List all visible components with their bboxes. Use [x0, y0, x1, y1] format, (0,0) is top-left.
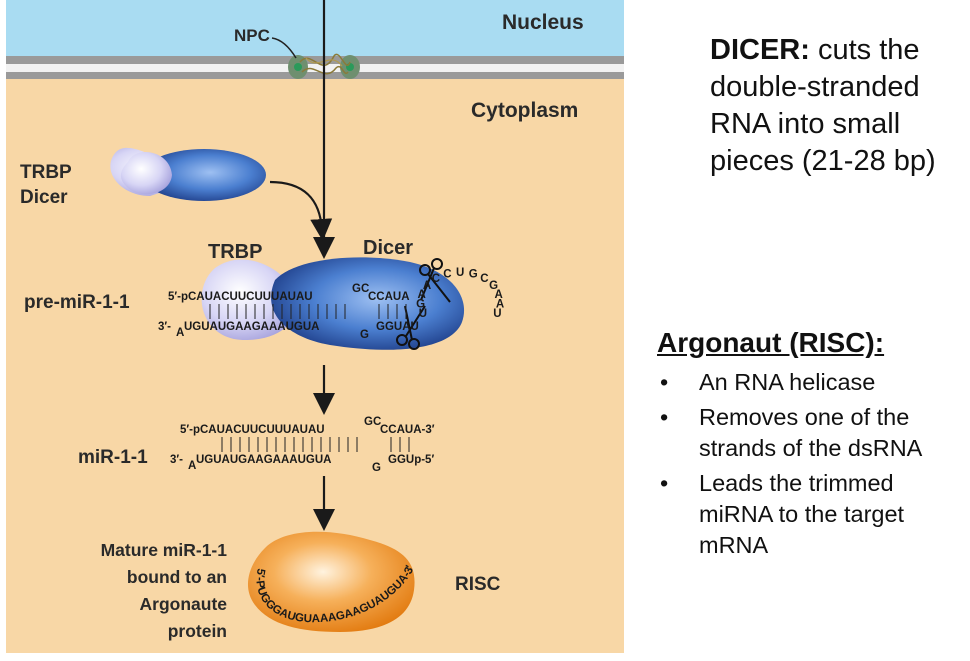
trbp-dicer-label-dicer: Dicer	[20, 187, 68, 208]
mir-bottom-prefix: 3′-	[170, 454, 183, 466]
dicer-heading: DICER:	[710, 34, 810, 66]
nuclear-membrane-inner	[6, 72, 624, 79]
nucleus-label: Nucleus	[502, 11, 584, 34]
pre-mir-base-pairs	[209, 304, 407, 319]
dicer-description: DICER: cuts the double-stranded RNA into…	[710, 32, 965, 180]
trbp-dicer-complex	[110, 147, 266, 201]
mir-bottom-a: A	[188, 460, 196, 472]
complex-join-arrow	[269, 180, 333, 241]
mir-bottom-g: G	[372, 462, 381, 474]
pre-mir-bottom-main: UGUAUGAAGAAAUGUA	[184, 321, 319, 333]
loop-nucleotide: A	[423, 280, 431, 292]
list-item: • Leads the trimmed miRNA to the target m…	[657, 468, 967, 561]
trbp-label: TRBP	[208, 241, 262, 263]
trbp-dicer-label-trbp: TRBP	[20, 162, 72, 183]
npc-label: NPC	[234, 26, 270, 45]
bullet-icon: •	[660, 470, 669, 496]
pre-mir-label: pre-miR-1-1	[24, 292, 130, 313]
mir-bottom-rest: GGUp-5′	[388, 454, 434, 466]
mature-label-line3: Argonaute	[140, 594, 228, 614]
list-item: • Removes one of the strands of the dsRNA	[657, 402, 967, 464]
nuclear-membrane-gap	[6, 64, 624, 72]
npc-pointer-line	[271, 37, 297, 59]
dicer-label: Dicer	[363, 237, 413, 259]
pre-mir-bottom-rest: GGUAU	[376, 321, 419, 333]
pre-mir-bottom-prefix: 3′-	[158, 321, 171, 333]
mirna-pathway-diagram: Nucleus NPC Cytoplasm TRBP Dicer TRBP Di…	[6, 0, 624, 653]
loop-nucleotide: A	[418, 289, 426, 301]
loop-nucleotide: A	[496, 299, 504, 311]
list-item: • An RNA helicase	[657, 367, 967, 398]
pre-mir-top-strand: 5′-pCAUACUUCUUUAUAU	[168, 291, 313, 303]
loop-nucleotide: U	[456, 267, 464, 279]
loop-nucleotide: C	[480, 273, 488, 285]
mature-label-line1: Mature miR-1-1	[101, 540, 228, 560]
pre-mir-bottom-a: A	[176, 327, 184, 339]
loop-nucleotide: G	[489, 280, 498, 292]
list-item-text: An RNA helicase	[699, 369, 876, 395]
dicer-processing-complex	[201, 257, 465, 350]
cytoplasm-label: Cytoplasm	[471, 99, 578, 122]
pre-mir-top-bulge: GC	[352, 283, 369, 295]
bullet-icon: •	[660, 369, 669, 395]
mature-label-line2: bound to an	[127, 567, 227, 587]
list-item-text: Leads the trimmed miRNA to the target mR…	[699, 470, 905, 558]
argonaut-panel: Argonaut (RISC): • An RNA helicase • Remov…	[657, 325, 967, 565]
loop-nucleotide: C	[432, 273, 440, 285]
npc-pore-icon	[288, 53, 360, 79]
loop-nucleotide: U	[419, 308, 427, 320]
nucleus-region	[6, 0, 624, 58]
pre-mir-bottom-g: G	[360, 329, 369, 341]
mir-top-rest: CCAUA-3′	[380, 424, 435, 436]
mir-top-strand: 5′-pCAUACUUCUUUAUAU	[180, 424, 325, 436]
list-item-text: Removes one of the strands of the dsRNA	[699, 404, 923, 461]
scissors-icon	[419, 258, 451, 303]
mir-bottom-main: UGUAUGAAGAAAUGUA	[196, 454, 331, 466]
mir-label: miR-1-1	[78, 447, 148, 468]
mir-top-bulge: GC	[364, 416, 381, 428]
loop-nucleotide: G	[416, 299, 425, 311]
risc-argonaute-shape	[247, 531, 415, 632]
nuclear-membrane-outer	[6, 56, 624, 64]
loop-nucleotide: A	[495, 289, 503, 301]
mir-base-pairs	[221, 437, 410, 452]
loop-nucleotide: U	[493, 308, 501, 320]
loop-nucleotide: C	[443, 269, 451, 281]
argonaut-list: • An RNA helicase • Removes one of the str…	[657, 367, 967, 561]
pre-mir-top-rest: CCAUA	[368, 291, 410, 303]
risc-label: RISC	[455, 574, 501, 595]
argonaut-title: Argonaut (RISC):	[657, 327, 885, 358]
dicer-text: cuts the double-stranded RNA into small …	[710, 34, 936, 177]
loop-nucleotide: G	[469, 269, 478, 281]
mature-label-line4: protein	[168, 621, 227, 641]
bullet-icon: •	[660, 404, 669, 430]
